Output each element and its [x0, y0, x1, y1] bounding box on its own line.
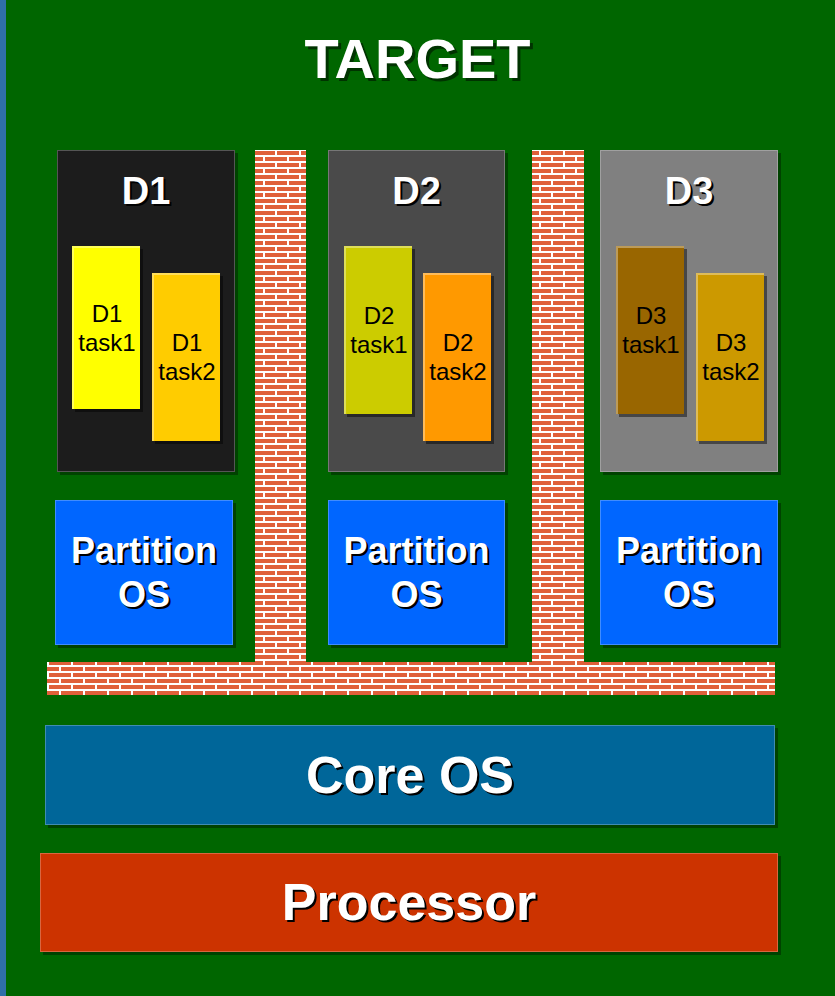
- task-box: D1 task1: [72, 246, 140, 409]
- brick-wall: [255, 150, 306, 665]
- box-label: Core OS: [306, 744, 514, 806]
- box-label: Partition OS: [59, 529, 229, 615]
- brick-wall: [532, 150, 584, 665]
- diagram-title: TARGET: [0, 26, 835, 91]
- box-label: Partition OS: [332, 529, 501, 615]
- core-os-bar: Core OS: [45, 725, 775, 825]
- task-label: D3 task1: [621, 302, 681, 360]
- domain-box: D1 D1 task1 D1 task2: [57, 150, 235, 472]
- brick-wall: [47, 662, 775, 695]
- task-box: D3 task2: [696, 273, 764, 441]
- slide-edge: [0, 0, 6, 996]
- task-box: D2 task1: [344, 246, 412, 414]
- partition-os-box: Partition OS: [328, 500, 505, 645]
- task-box: D3 task1: [616, 246, 684, 414]
- box-label: D3: [605, 169, 773, 215]
- task-label: D1 task2: [157, 329, 217, 387]
- task-label: D2 task2: [428, 329, 488, 387]
- task-box: D1 task2: [152, 273, 220, 441]
- processor-bar: Processor: [40, 853, 778, 952]
- box-label: D1: [62, 169, 230, 215]
- partition-os-box: Partition OS: [55, 500, 233, 645]
- box-label: Processor: [282, 871, 536, 933]
- task-label: D3 task2: [701, 329, 761, 387]
- box-label: Partition OS: [604, 529, 774, 615]
- task-label: D2 task1: [349, 302, 409, 360]
- domain-box: D3 D3 task1 D3 task2: [600, 150, 778, 472]
- domain-box: D2 D2 task1 D2 task2: [328, 150, 505, 472]
- partition-os-box: Partition OS: [600, 500, 778, 645]
- task-box: D2 task2: [423, 273, 491, 441]
- task-label: D1 task1: [77, 300, 137, 358]
- box-label: D2: [333, 169, 500, 215]
